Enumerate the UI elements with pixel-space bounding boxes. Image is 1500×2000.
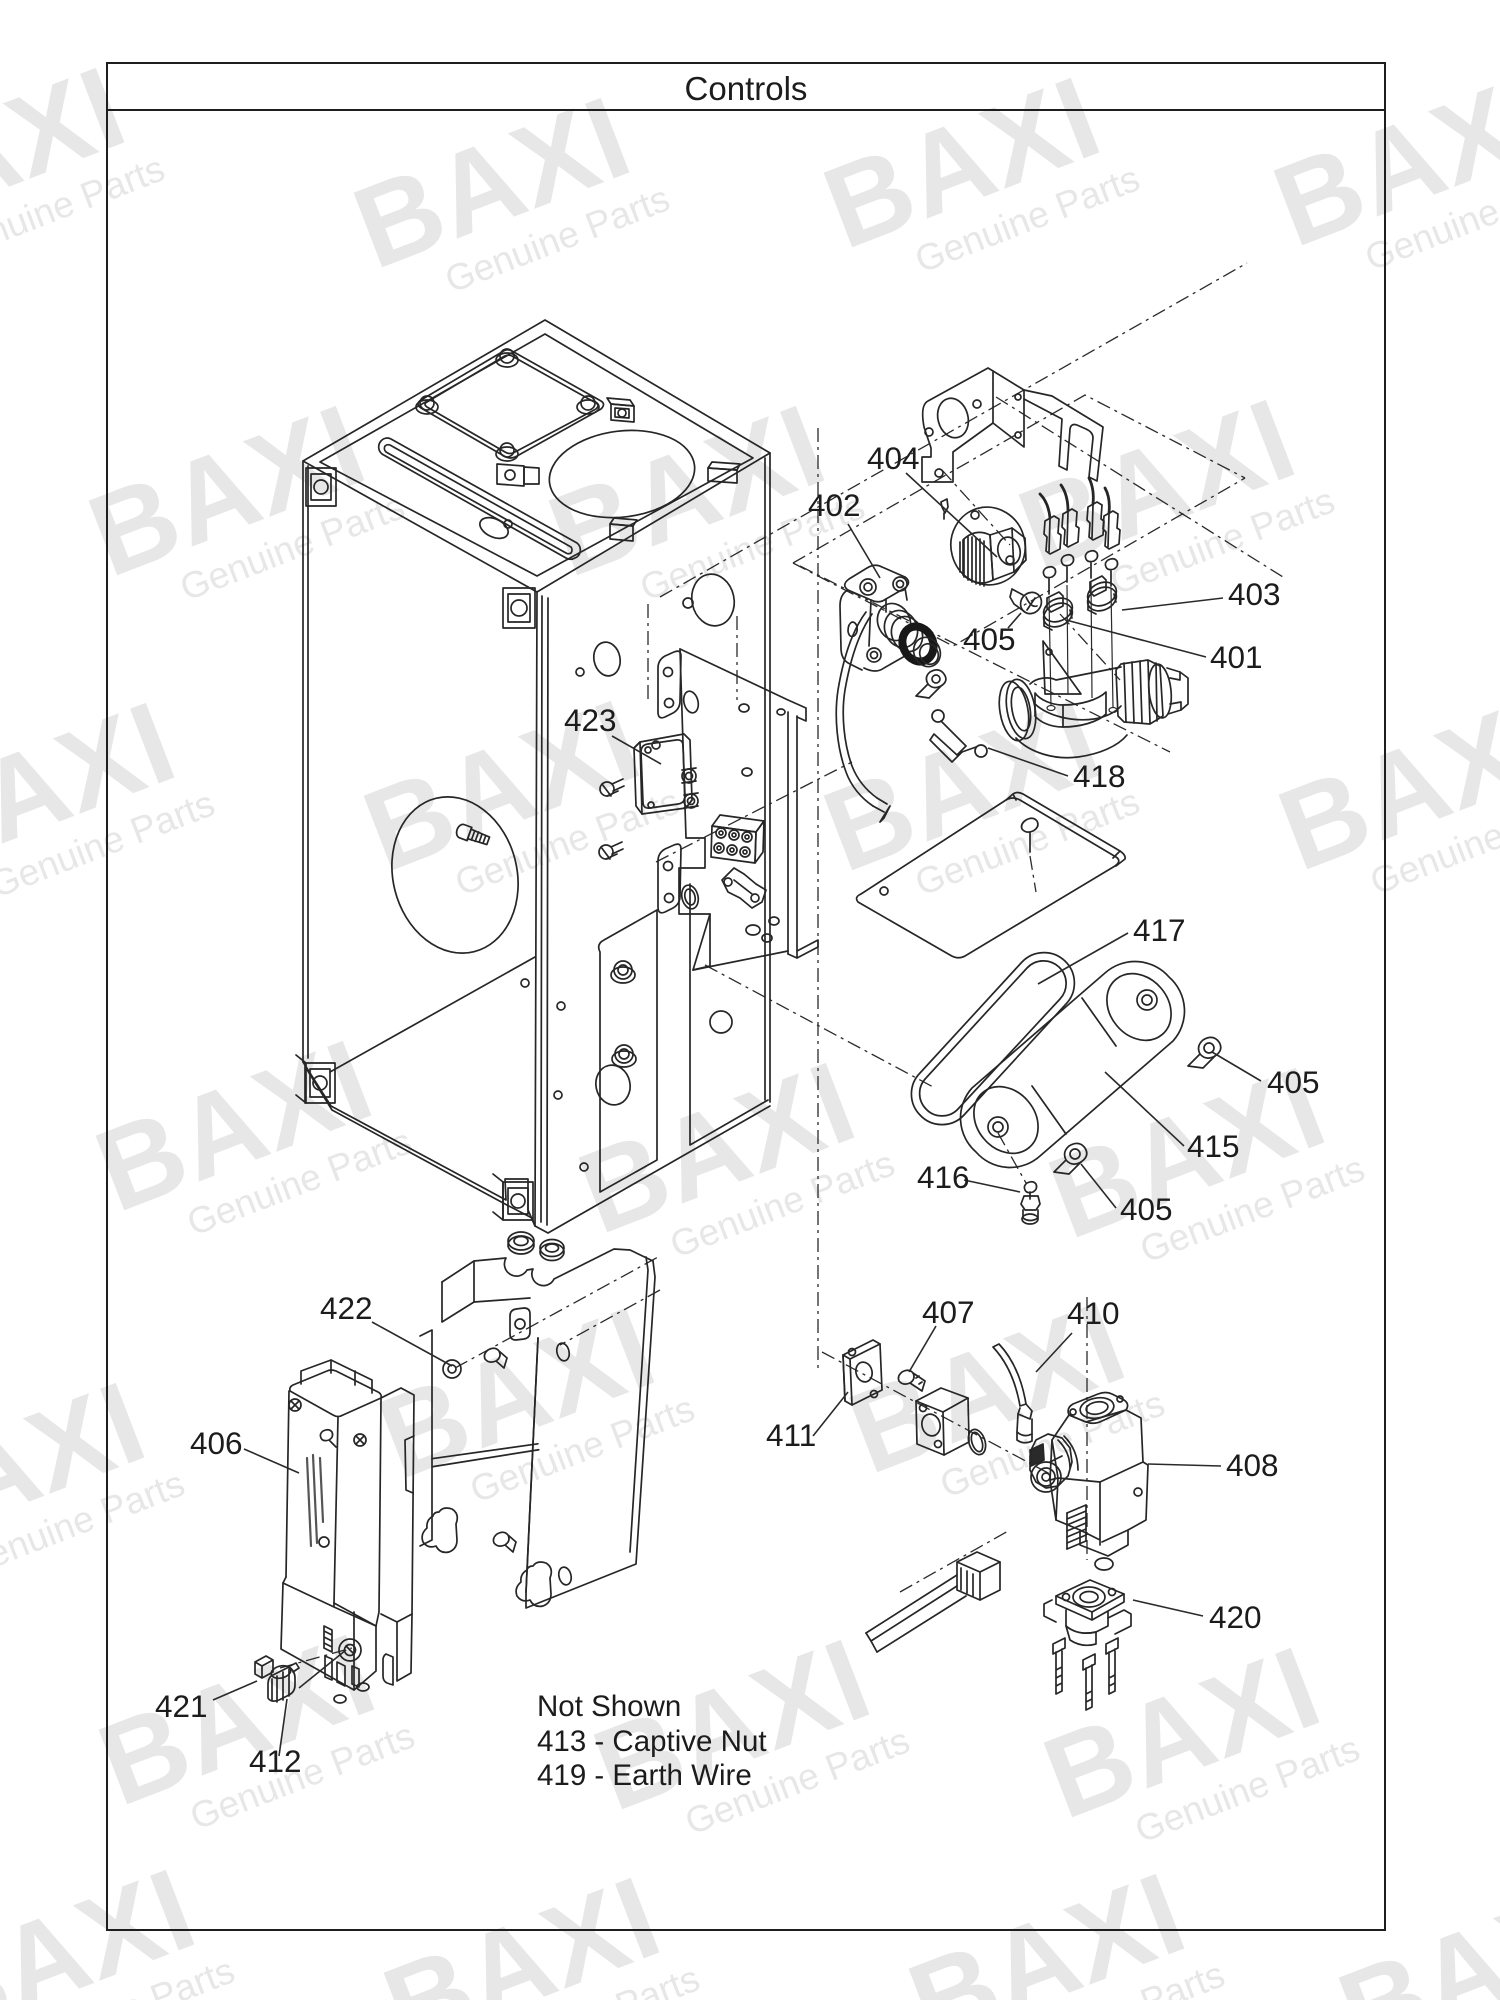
svg-text:417: 417 (1133, 912, 1186, 948)
svg-text:423: 423 (564, 702, 617, 738)
svg-text:418: 418 (1073, 758, 1126, 794)
svg-text:405: 405 (1120, 1191, 1173, 1227)
svg-text:403: 403 (1228, 576, 1281, 612)
svg-text:415: 415 (1187, 1128, 1240, 1164)
svg-text:412: 412 (249, 1743, 302, 1779)
svg-text:411: 411 (766, 1417, 816, 1453)
svg-text:416: 416 (917, 1159, 970, 1195)
svg-text:405: 405 (1267, 1064, 1320, 1100)
svg-text:Controls: Controls (685, 70, 808, 107)
svg-text:413 - Captive Nut: 413 - Captive Nut (537, 1725, 767, 1758)
svg-text:408: 408 (1226, 1447, 1279, 1483)
svg-text:407: 407 (922, 1294, 975, 1330)
svg-text:420: 420 (1209, 1599, 1262, 1635)
svg-text:422: 422 (320, 1290, 373, 1326)
svg-text:419 - Earth Wire: 419 - Earth Wire (537, 1759, 752, 1792)
svg-text:404: 404 (867, 440, 920, 476)
svg-text:401: 401 (1210, 639, 1263, 675)
svg-text:Not Shown: Not Shown (537, 1690, 681, 1723)
svg-text:402: 402 (808, 487, 861, 523)
svg-text:421: 421 (155, 1688, 208, 1724)
svg-text:405: 405 (963, 621, 1016, 657)
svg-text:406: 406 (190, 1425, 243, 1461)
svg-text:410: 410 (1067, 1295, 1120, 1331)
